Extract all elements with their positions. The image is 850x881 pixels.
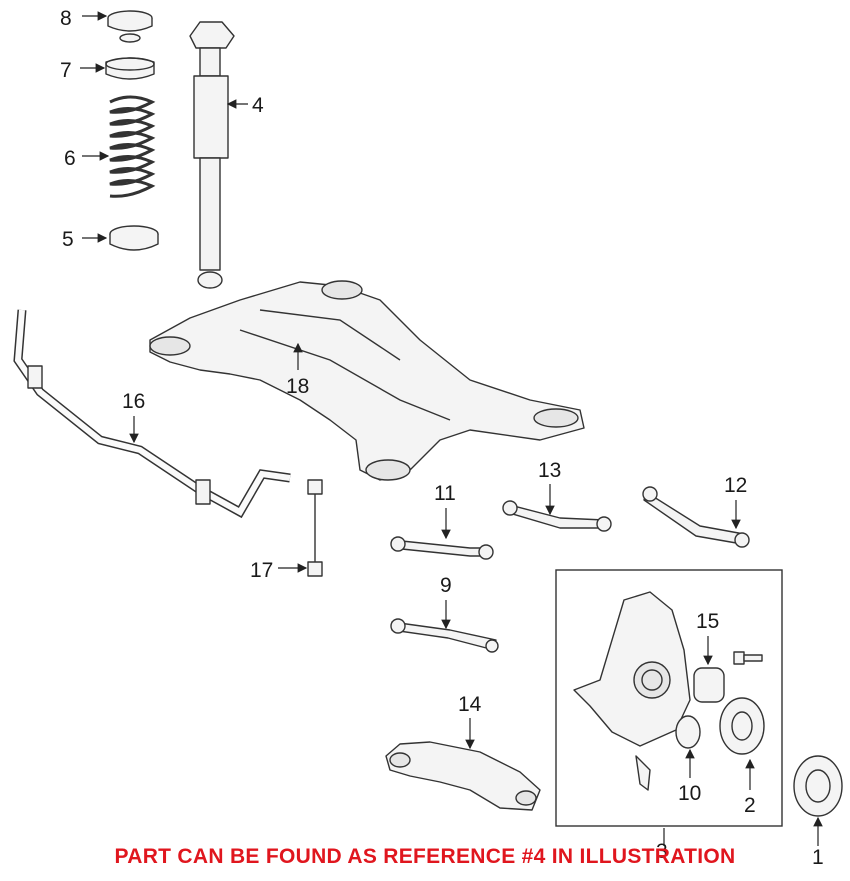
upper-spring-mount bbox=[107, 10, 153, 43]
wheel-bearing-2 bbox=[719, 697, 765, 755]
control-arm-13 bbox=[502, 500, 612, 532]
callout-1: 1 bbox=[812, 846, 824, 869]
bolt bbox=[733, 651, 763, 665]
lower-spring-seat bbox=[109, 225, 159, 251]
lower-control-arm bbox=[385, 741, 541, 811]
callout-12: 12 bbox=[724, 474, 747, 497]
control-arm-12 bbox=[642, 486, 750, 548]
callout-15: 15 bbox=[696, 610, 719, 633]
abs-sensor bbox=[635, 755, 651, 791]
control-arm-11 bbox=[390, 536, 494, 560]
stabilizer-bar bbox=[13, 309, 291, 519]
callout-10: 10 bbox=[678, 782, 701, 805]
coil-spring bbox=[109, 95, 156, 198]
bushing-10 bbox=[675, 715, 701, 749]
stabilizer-link bbox=[307, 479, 323, 577]
callout-8: 8 bbox=[60, 7, 72, 30]
knuckle-assembly-box bbox=[555, 569, 783, 827]
callout-5: 5 bbox=[62, 228, 74, 251]
callout-18: 18 bbox=[286, 375, 309, 398]
caption-banner: PART CAN BE FOUND AS REFERENCE #4 IN ILL… bbox=[114, 845, 736, 868]
callout-16: 16 bbox=[122, 390, 145, 413]
control-arm-9 bbox=[390, 618, 499, 653]
callout-14: 14 bbox=[458, 693, 482, 716]
wheel-hub bbox=[793, 755, 843, 817]
callout-11: 11 bbox=[434, 482, 456, 505]
callout-13: 13 bbox=[538, 459, 561, 482]
bushing-15 bbox=[693, 667, 725, 703]
callout-7: 7 bbox=[60, 59, 72, 82]
upper-spring-seat bbox=[105, 57, 155, 80]
callout-4: 4 bbox=[252, 94, 264, 117]
callout-17: 17 bbox=[250, 559, 273, 582]
leader-lines bbox=[80, 11, 823, 846]
callout-9: 9 bbox=[440, 574, 452, 597]
rear-subframe bbox=[149, 280, 585, 481]
callout-2: 2 bbox=[744, 794, 756, 817]
steering-knuckle bbox=[573, 591, 691, 747]
callout-3: 3 bbox=[656, 840, 668, 863]
callout-6: 6 bbox=[64, 147, 76, 170]
shock-absorber bbox=[189, 21, 235, 289]
